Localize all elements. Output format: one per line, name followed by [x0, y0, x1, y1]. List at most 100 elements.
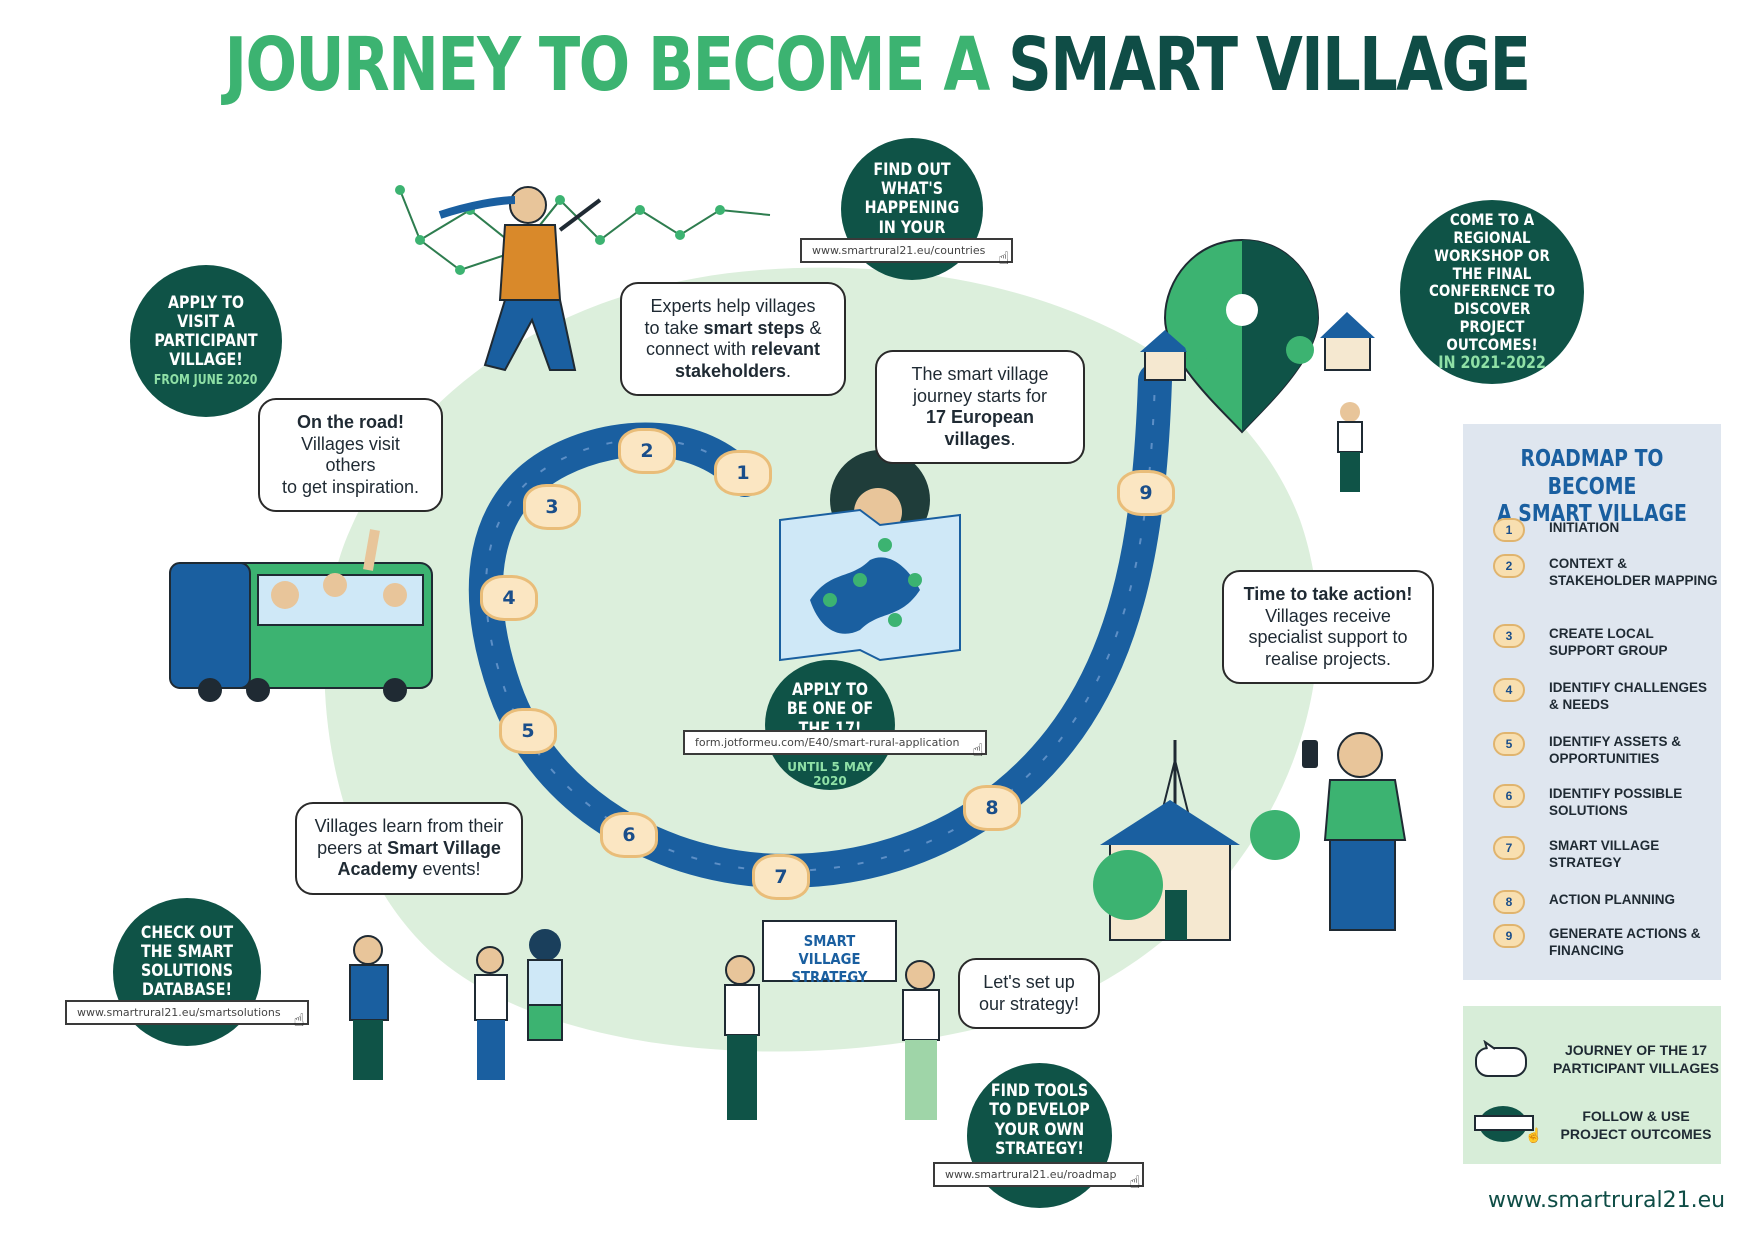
- roadmap-title-line-2: A SMART VILLAGE: [1497, 501, 1687, 528]
- expert-person: [438, 186, 602, 372]
- roadmap-title: ROADMAP TO BECOME A SMART VILLAGE: [1486, 446, 1698, 529]
- experts-line-2: to take smart steps &: [636, 318, 830, 340]
- experts-line-4c: .: [786, 360, 792, 381]
- start-line-3b: 17 European villages: [925, 407, 1035, 449]
- title-part-1: JOURNEY TO BECOME A: [224, 22, 1009, 108]
- standing-person: [1337, 402, 1363, 492]
- action-line-4: realise projects.: [1264, 648, 1392, 669]
- conference-bubble-text: COME TO A REGIONAL WORKSHOP OR THE FINAL…: [1429, 209, 1555, 355]
- tools-url-text: www.smartrural21.eu/roadmap: [945, 1168, 1117, 1181]
- start-line-3c: .: [1010, 428, 1016, 449]
- village-top-right: [1140, 238, 1375, 434]
- roadmap-step-number: 8: [1493, 890, 1525, 914]
- road-stone-7: 7: [752, 854, 810, 900]
- visit-bubble-date: FROM JUNE 2020: [154, 372, 258, 388]
- database-url-text: www.smartrural21.eu/smartsolutions: [77, 1006, 281, 1019]
- action-speech: Time to take action! Villages receive sp…: [1222, 570, 1434, 685]
- strategy-people: [724, 955, 940, 1120]
- academy-people: [349, 929, 563, 1080]
- start-line-3: 17 European villages.: [891, 407, 1069, 450]
- strategy-line-2: our strategy!: [978, 993, 1080, 1014]
- legend-journey-label: JOURNEY OF THE 17 PARTICIPANT VILLAGES: [1553, 1042, 1719, 1076]
- academy-speech: Villages learn from their peers at Smart…: [295, 802, 523, 895]
- bus-illustration: [169, 529, 433, 702]
- roadmap-step-number: 5: [1493, 732, 1525, 756]
- strategy-line-1: Let's set up: [983, 972, 1075, 992]
- roadmap-step-label: INITIATION: [1549, 520, 1620, 535]
- road-stone-4: 4: [480, 575, 538, 621]
- main-title: JOURNEY TO BECOME A SMART VILLAGE: [158, 28, 1596, 102]
- roadmap-step-label: CREATE LOCAL SUPPORT GROUP: [1549, 626, 1668, 658]
- countries-url[interactable]: www.smartrural21.eu/countries ☝: [800, 238, 1014, 269]
- experts-line-4: stakeholders.: [636, 361, 830, 383]
- experts-line-2c: &: [804, 317, 822, 338]
- experts-line-3a: connect with: [645, 339, 751, 360]
- roadmap-step-label: ACTION PLANNING: [1549, 892, 1675, 907]
- action-line-2: Villages receive: [1265, 605, 1391, 626]
- website-footer[interactable]: www.smartrural21.eu: [1488, 1188, 1726, 1213]
- action-line-1: Time to take action!: [1238, 584, 1418, 606]
- apply-url[interactable]: form.jotformeu.com/E40/smart-rural-appli…: [683, 730, 988, 761]
- experts-speech: Experts help villages to take smart step…: [620, 282, 846, 397]
- visit-bubble-text: APPLY TO VISIT A PARTICIPANT VILLAGE!: [154, 292, 258, 370]
- academy-line-2a: peers at: [317, 837, 388, 858]
- apply-url-text: form.jotformeu.com/E40/smart-rural-appli…: [695, 736, 960, 749]
- database-url[interactable]: www.smartrural21.eu/smartsolutions ☝: [65, 1000, 309, 1031]
- experts-line-4b: stakeholders: [674, 360, 787, 381]
- road-speech: On the road! Villages visit others to ge…: [258, 398, 443, 513]
- strategy-sign-line-2: STRATEGY: [791, 968, 868, 986]
- road-line-3: to get inspiration.: [281, 476, 420, 497]
- pointer-cursor-icon: ☝: [972, 740, 984, 761]
- apply-deadline: UNTIL 5 MAY 2020: [787, 760, 873, 788]
- road-stone-6: 6: [600, 812, 658, 858]
- roadmap-step-number: 9: [1493, 924, 1525, 948]
- conference-bubble[interactable]: COME TO A REGIONAL WORKSHOP OR THE FINAL…: [1400, 200, 1584, 384]
- roadmap-step-label: CONTEXT & STAKEHOLDER MAPPING: [1549, 556, 1718, 588]
- roadmap-step-label: IDENTIFY POSSIBLE SOLUTIONS: [1549, 786, 1683, 818]
- academy-line-3b: Academy: [337, 859, 418, 880]
- road-line-1b: On the road!: [297, 412, 404, 432]
- strategy-sign-line-1: SMART VILLAGE: [798, 932, 861, 968]
- action-line-1b: Time to take action!: [1243, 584, 1413, 604]
- visit-bubble[interactable]: APPLY TO VISIT A PARTICIPANT VILLAGE! FR…: [130, 265, 282, 417]
- roadmap-step-label: IDENTIFY ASSETS & OPPORTUNITIES: [1549, 734, 1682, 766]
- svg-text:☝: ☝: [1525, 1126, 1541, 1144]
- roadmap-step-number: 4: [1493, 678, 1525, 702]
- legend-follow-label: FOLLOW & USE PROJECT OUTCOMES: [1560, 1108, 1712, 1142]
- academy-line-3: Academy events!: [311, 859, 507, 881]
- database-bubble-text: CHECK OUT THE SMART SOLUTIONS DATABASE!: [140, 922, 234, 1001]
- academy-line-3c: events!: [417, 859, 481, 880]
- road-line-1: On the road!: [274, 412, 427, 434]
- network-lines: [399, 189, 771, 272]
- countries-url-text: www.smartrural21.eu/countries: [812, 244, 986, 257]
- academy-line-2: peers at Smart Village: [311, 838, 507, 860]
- roadmap-step-number: 3: [1493, 624, 1525, 648]
- village-bottom-right: [1093, 740, 1300, 941]
- academy-line-1: Villages learn from their: [314, 816, 504, 836]
- legend-panel: JOURNEY OF THE 17 PARTICIPANT VILLAGES ☝…: [1463, 1006, 1721, 1164]
- academy-line-2b: Smart Village: [387, 837, 501, 858]
- experts-line-2a: to take: [644, 317, 704, 338]
- road-stone-3: 3: [523, 484, 581, 530]
- apply-bubble[interactable]: APPLY TO BE ONE OF THE 17!: [765, 660, 895, 790]
- action-line-3: specialist support to: [1248, 627, 1408, 648]
- pointer-cursor-icon: ☝: [998, 248, 1010, 269]
- tools-url[interactable]: www.smartrural21.eu/roadmap ☝: [933, 1162, 1145, 1193]
- experts-line-2b: smart steps: [703, 317, 805, 338]
- experts-line-3: connect with relevant: [636, 339, 830, 361]
- roadmap-step-label: GENERATE ACTIONS & FINANCING: [1549, 926, 1701, 958]
- road-line-2: Villages visit others: [301, 433, 400, 476]
- roadmap-step-number: 1: [1493, 518, 1525, 542]
- tools-bubble-text: FIND TOOLS TO DEVELOP YOUR OWN STRATEGY!: [989, 1081, 1090, 1159]
- road-stone-2: 2: [618, 428, 676, 474]
- start-line-2: journey starts for: [912, 385, 1048, 406]
- roadmap-step-number: 6: [1493, 784, 1525, 808]
- conference-bubble-date: IN 2021-2022: [1438, 353, 1546, 374]
- strategy-speech: Let's set up our strategy!: [958, 958, 1100, 1030]
- outcome-bubble-icon: ☝: [1474, 1106, 1541, 1144]
- road-stone-1: 1: [714, 450, 772, 496]
- title-part-2: SMART VILLAGE: [1008, 22, 1531, 108]
- road-texture: [484, 379, 1156, 872]
- strategy-sign: SMART VILLAGE STRATEGY: [762, 920, 897, 986]
- roadmap-title-line-1: ROADMAP TO BECOME: [1520, 446, 1664, 500]
